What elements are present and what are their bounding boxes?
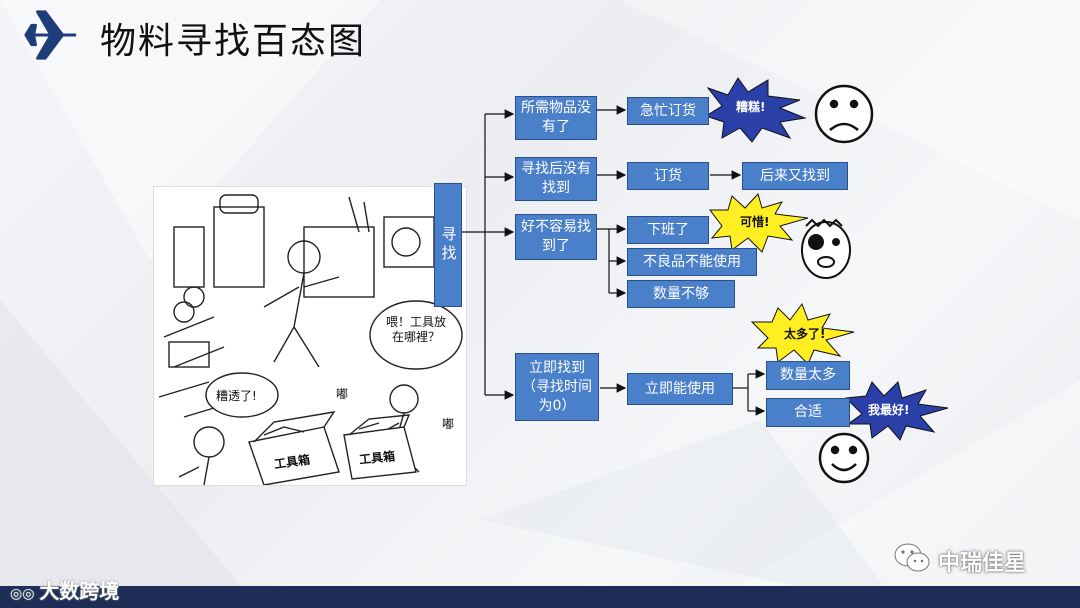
sad-face-icon xyxy=(816,86,872,142)
box-usable-now: 立即能使用 xyxy=(627,373,733,405)
watermark-logo-icon: ◎◎ xyxy=(10,586,39,602)
box-too-many: 数量太多 xyxy=(766,361,850,390)
branch-box-barely-found: 好不容易找到了 xyxy=(515,214,597,260)
box-order: 订货 xyxy=(627,162,709,190)
box-defective: 不良品不能使用 xyxy=(627,248,757,276)
box-found-later: 后来又找到 xyxy=(742,162,848,190)
svg-text:可惜!: 可惜! xyxy=(740,214,769,229)
svg-text:糟糕!: 糟糕! xyxy=(736,99,765,114)
happy-face-icon xyxy=(820,434,868,482)
branch-box-missing: 所需物品没有了 xyxy=(515,96,597,140)
branch-box-not-found: 寻找后没有找到 xyxy=(515,157,597,201)
right-watermark: 中瑞佳星 xyxy=(938,545,1026,577)
root-box-search: 寻找 xyxy=(434,183,462,307)
box-just-right: 合适 xyxy=(766,398,850,427)
svg-text:太多了!: 太多了! xyxy=(784,326,825,341)
box-urgent-order: 急忙订货 xyxy=(627,97,709,125)
bottom-bar xyxy=(0,586,1080,608)
wechat-icon xyxy=(892,540,932,576)
left-brand-text: 大数跨境 xyxy=(39,579,119,603)
svg-text:我最好!: 我最好! xyxy=(868,402,909,417)
box-insufficient: 数量不够 xyxy=(627,280,735,308)
branch-box-immediate: 立即找到（寻找时间为0） xyxy=(515,353,599,421)
box-off-work: 下班了 xyxy=(627,216,709,244)
left-watermark: ◎◎ 大数跨境 xyxy=(10,575,119,604)
bruised-face-icon xyxy=(802,220,850,278)
